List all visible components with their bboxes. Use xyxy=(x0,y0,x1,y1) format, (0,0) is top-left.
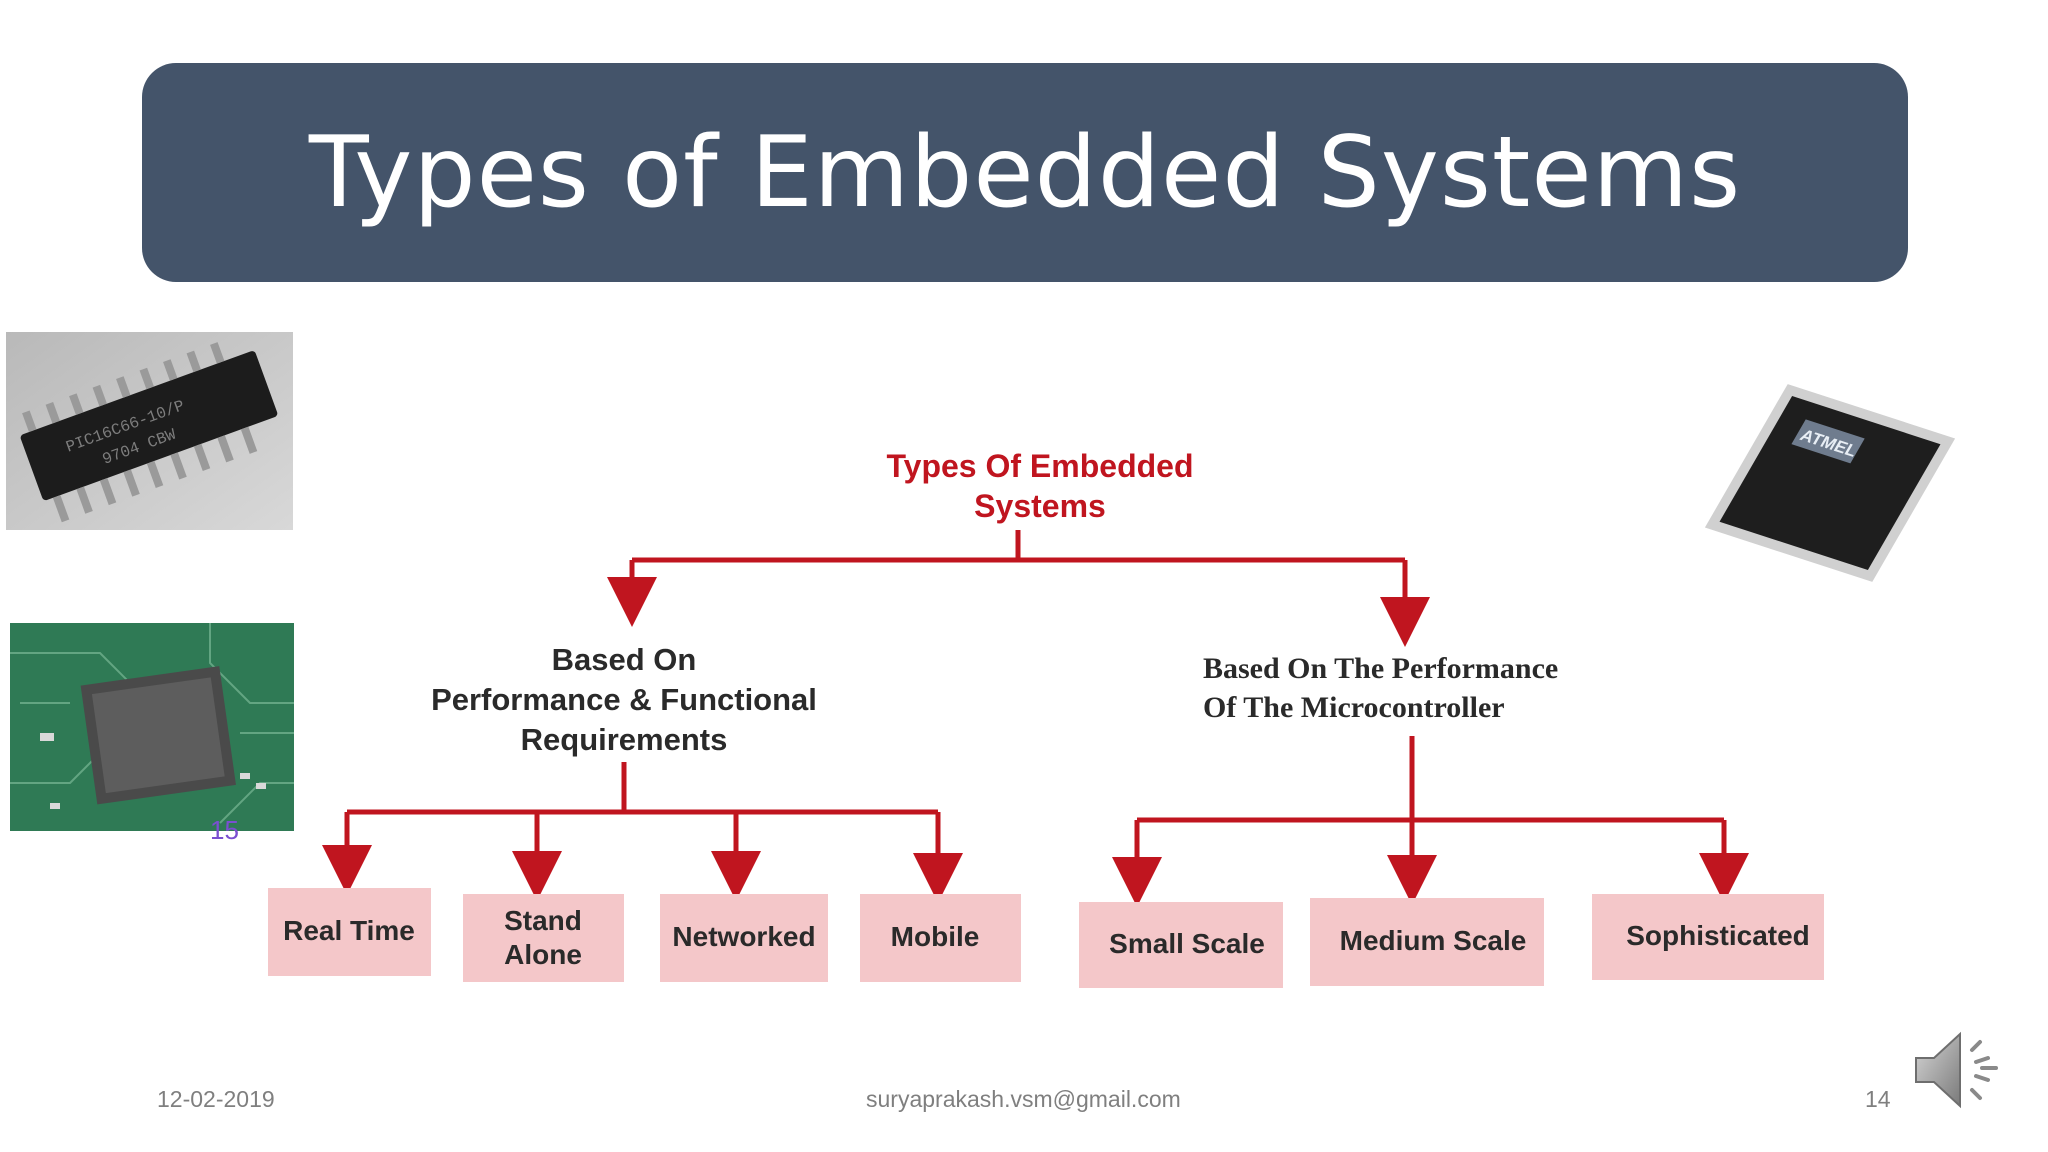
leaf-mobile-box xyxy=(860,894,1021,982)
slide-title: Types of Embedded Systems xyxy=(308,115,1742,230)
leaf-stand-alone-box xyxy=(463,894,624,982)
circuit-board-photo xyxy=(10,623,294,831)
speaker-icon[interactable] xyxy=(1910,1020,2010,1120)
leaf-real-time: Real Time xyxy=(268,888,431,976)
right-branch-connectors xyxy=(1112,736,1749,907)
branch-left-line3: Requirements xyxy=(521,722,728,757)
leaf-stand-alone: Stand Alone xyxy=(463,894,624,982)
leaf-medium-scale-box xyxy=(1310,898,1544,986)
footer-email: suryaprakash.vsm@gmail.com xyxy=(866,1086,1181,1112)
leaf-stand-alone-label-2: Alone xyxy=(504,939,582,970)
leaf-sophisticated: Sophisticated xyxy=(1592,894,1824,980)
branch-right-line1: Based On The Performance xyxy=(1203,652,1558,685)
branch-right-line2: Of The Microcontroller xyxy=(1203,691,1505,724)
leaf-small-scale-label: Small Scale xyxy=(1109,928,1265,959)
leaf-networked-label: Networked xyxy=(672,921,815,952)
branch-left-line1: Based On xyxy=(552,642,697,677)
footer-date: 12-02-2019 xyxy=(157,1086,275,1112)
leaf-small-scale-box xyxy=(1079,902,1283,988)
leaf-mobile: Mobile xyxy=(860,894,1021,982)
leaf-sophisticated-label: Sophisticated xyxy=(1626,920,1810,951)
footer-page-number: 14 xyxy=(1865,1086,1891,1112)
leaf-stand-alone-label-1: Stand xyxy=(504,905,582,936)
leaf-mobile-label: Mobile xyxy=(891,921,980,952)
leaf-networked: Networked xyxy=(660,894,828,982)
root-label-line2: Systems xyxy=(974,488,1106,524)
leaf-real-time-box xyxy=(268,888,431,976)
root-label-line1: Types Of Embedded xyxy=(886,448,1193,484)
title-bar: Types of Embedded Systems xyxy=(142,63,1908,282)
leaf-sophisticated-box xyxy=(1592,894,1824,980)
qfp-chip-photo: ATMEL xyxy=(1704,384,1956,582)
dip-chip-photo: PIC16C66-10/P 9704 CBW xyxy=(6,332,293,530)
leaf-networked-box xyxy=(660,894,828,982)
left-branch-connectors xyxy=(322,762,963,903)
leaf-medium-scale: Medium Scale xyxy=(1310,898,1544,986)
leaf-small-scale: Small Scale xyxy=(1079,902,1283,988)
branch-left-line2: Performance & Functional xyxy=(431,682,817,717)
stray-number: 15 xyxy=(210,815,239,845)
leaf-real-time-label: Real Time xyxy=(283,915,415,946)
root-connectors xyxy=(607,530,1430,647)
leaf-medium-scale-label: Medium Scale xyxy=(1340,925,1527,956)
